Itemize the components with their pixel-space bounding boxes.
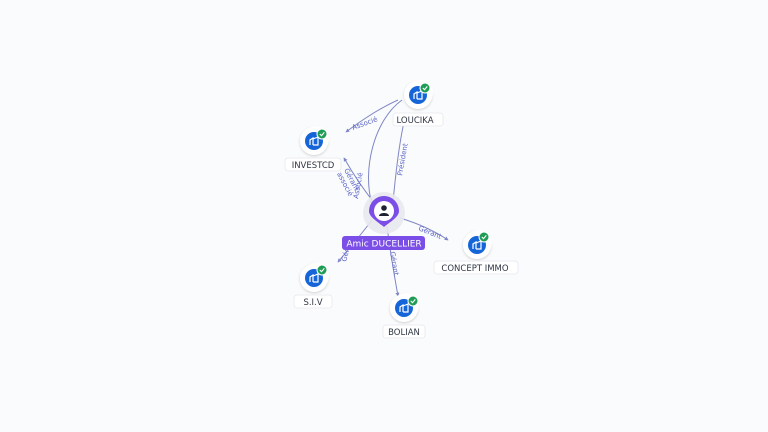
- edge-label-center-loucika: Président: [396, 143, 410, 177]
- check-badge-icon: [478, 231, 490, 243]
- node-label-bolian: BOLIAN: [388, 328, 420, 338]
- building-icon: [399, 303, 409, 313]
- company-node-investcd[interactable]: INVESTCD: [284, 126, 342, 172]
- node-label-bg: [433, 260, 519, 275]
- node-label-bg: [284, 157, 342, 172]
- building-icon: [309, 136, 319, 146]
- edge-label-investcd-loucika: Associé: [351, 115, 379, 132]
- edge-center-concept[interactable]: [399, 217, 449, 241]
- building-icon: [413, 90, 423, 100]
- node-label-concept: CONCEPT IMMO: [441, 264, 508, 274]
- edge-investcd-loucika[interactable]: [345, 99, 399, 133]
- check-badge-icon: [407, 295, 419, 307]
- user-icon: [379, 213, 389, 216]
- check-mark: [481, 235, 487, 240]
- company-node-loucika[interactable]: LOUCIKA: [392, 80, 444, 127]
- check-mark: [319, 132, 325, 137]
- company-node-siv[interactable]: S.I.V: [293, 263, 333, 309]
- node-label-bg: [392, 112, 444, 127]
- node-label-siv: S.I.V: [303, 298, 322, 308]
- node-label-bg: [382, 324, 426, 339]
- edge-label-center-bolian: Gérant: [388, 251, 400, 276]
- node-label-bg: [293, 294, 333, 309]
- user-icon-head: [381, 205, 387, 211]
- building-icon: [309, 273, 319, 283]
- node-label-loucika: LOUCIKA: [396, 116, 433, 126]
- check-badge-icon: [316, 128, 328, 140]
- edge-center-loucika[interactable]: [392, 121, 406, 203]
- check-mark: [319, 268, 325, 273]
- person-pin-inner: [374, 201, 394, 221]
- person-node[interactable]: Amic DUCELLIER: [342, 192, 425, 250]
- building-icon: [472, 240, 482, 250]
- edge-loucika-center[interactable]: [368, 99, 403, 205]
- node-label-investcd: INVESTCD: [292, 161, 335, 171]
- company-node-bolian[interactable]: BOLIAN: [382, 293, 426, 339]
- check-mark: [410, 299, 416, 304]
- company-node-concept[interactable]: CONCEPT IMMO: [433, 230, 519, 275]
- check-mark: [422, 86, 428, 91]
- person-name-label: Amic DUCELLIER: [346, 240, 421, 250]
- person-label-bg: [342, 236, 425, 250]
- check-badge-icon: [316, 264, 328, 276]
- check-badge-icon: [419, 82, 431, 94]
